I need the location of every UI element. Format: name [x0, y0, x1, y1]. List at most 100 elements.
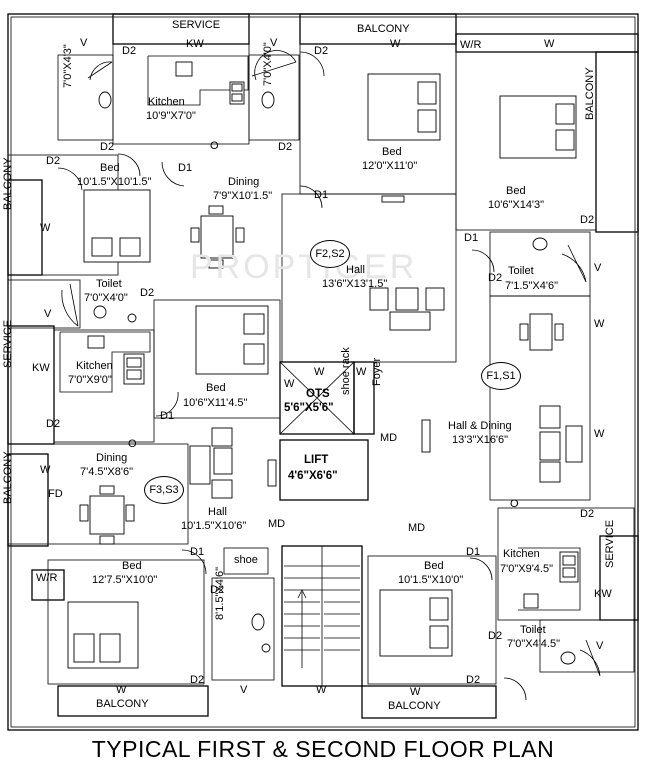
foyer-label: Foyer — [371, 357, 383, 386]
d1-label: D1 — [190, 546, 205, 558]
room-name: Bed — [206, 382, 226, 394]
v-label: V — [44, 308, 52, 320]
d2-label: D2 — [466, 674, 481, 686]
room-name: Toilet — [508, 265, 534, 277]
w-label: W — [544, 38, 555, 50]
flat-badge: F2,S2 — [310, 240, 350, 268]
room-size: 7'4.5"X8'6" — [80, 466, 133, 478]
room-size: 10'6"X14'3" — [488, 199, 545, 211]
w-label: W — [40, 222, 51, 234]
w-label: W — [390, 38, 401, 50]
fd-label: FD — [48, 488, 63, 500]
floor-plan — [7, 13, 639, 731]
wr-label: W/R — [460, 39, 482, 51]
room-size: 10'1.5"X10'1.5" — [77, 176, 152, 188]
v-label: V — [80, 37, 88, 49]
balcony-label: BALCONY — [584, 67, 596, 120]
room-name: Toilet — [96, 278, 122, 290]
room-name: Kitchen — [76, 360, 113, 372]
shoe-rack-label: shoe rack — [340, 347, 352, 395]
flat-badge: F1,S1 — [481, 362, 521, 390]
room-name: Bed — [382, 146, 402, 158]
service-label: SERVICE — [2, 319, 14, 368]
d2-label: D2 — [46, 418, 61, 430]
d2-label: D2 — [488, 630, 503, 642]
w-label: W — [284, 378, 295, 390]
service-label: SERVICE — [604, 519, 616, 568]
balcony-label: BALCONY — [96, 698, 149, 710]
service-label: SERVICE — [172, 19, 221, 31]
md-label: MD — [268, 518, 286, 530]
ots-label: OTS — [306, 388, 330, 400]
shoe-label: shoe — [234, 554, 258, 566]
wr-label: W/R — [36, 572, 58, 584]
d1-label: D1 — [160, 410, 175, 422]
room-name: Bed — [424, 560, 444, 572]
room-size: 12'7.5"X10'0" — [92, 574, 158, 586]
room-name: Toilet — [520, 624, 546, 636]
w-label: W — [116, 684, 127, 696]
room-name: Bed — [100, 162, 120, 174]
d1-label: D1 — [464, 232, 479, 244]
d2-label: D2 — [314, 45, 329, 57]
room-name: Bed — [506, 185, 526, 197]
watermark: PROPTIGER — [190, 248, 418, 286]
room-size: 7'0"X9'0" — [68, 374, 112, 386]
kw-label: KW — [594, 588, 612, 600]
room-name: Bed — [122, 560, 142, 572]
lift-label: LIFT — [304, 454, 329, 466]
d2-label: D2 — [580, 214, 595, 226]
w-label: W — [314, 366, 325, 378]
balcony-label: BALCONY — [2, 157, 14, 210]
room-size: 13'3"X16'6" — [452, 434, 509, 446]
v-label: V — [270, 37, 278, 49]
d2-label: D2 — [278, 141, 293, 153]
plan-labels: SERVICE KW Kitchen 10'9"X7'0" BALCONY Be… — [2, 19, 616, 712]
w-label: W — [356, 366, 367, 378]
d2-label: D2 — [100, 141, 115, 153]
room-size: 10'1.5"X10'0" — [398, 574, 464, 586]
flat-badge: F3,S3 — [144, 476, 184, 504]
room-size: 7'0"X4'4.5" — [507, 638, 560, 650]
d2-label: D2 — [580, 508, 595, 520]
room-size: 7'1.5"X4'6" — [505, 280, 558, 292]
v-label: V — [240, 684, 248, 696]
d2-label: D2 — [210, 584, 225, 596]
balcony-label: BALCONY — [388, 700, 441, 712]
d2-label: D2 — [140, 287, 155, 299]
d1-label: D1 — [178, 162, 193, 174]
room-size: 10'6"X11'4.5" — [183, 397, 248, 409]
w-label: W — [594, 428, 605, 440]
d2-label: D2 — [190, 674, 205, 686]
plan-title: TYPICAL FIRST & SECOND FLOOR PLAN — [91, 736, 555, 762]
o-label: O — [510, 498, 519, 510]
balcony-label: BALCONY — [2, 451, 14, 504]
room-size: 7'0"X9'4.5" — [500, 563, 553, 575]
d1-label: D1 — [314, 189, 329, 201]
room-size: 13'6"X13'1.5" — [322, 278, 388, 290]
d1-label: D1 — [466, 546, 481, 558]
kw-label: KW — [32, 362, 50, 374]
w-label: W — [40, 464, 51, 476]
room-name: Kitchen — [148, 96, 185, 108]
room-name: Kitchen — [503, 548, 540, 560]
toilet-size: 7'0"X4'3" — [62, 44, 74, 88]
w-label: W — [316, 684, 327, 696]
room-size: 12'0"X11'0" — [362, 160, 418, 172]
balcony-label: BALCONY — [357, 23, 410, 35]
w-label: W — [410, 686, 421, 698]
d2-label: D2 — [46, 155, 61, 167]
v-label: V — [594, 262, 602, 274]
ots-size: 5'6"X5'6" — [284, 402, 334, 414]
lift-size: 4'6"X6'6" — [288, 470, 338, 482]
room-name: Hall & Dining — [448, 420, 512, 432]
d2-label: D2 — [488, 272, 503, 284]
o-label: O — [128, 438, 137, 450]
room-name: Hall — [208, 506, 227, 518]
room-name: Dining — [96, 452, 128, 464]
md-label: MD — [408, 522, 426, 534]
room-size: 7'0"X4'0" — [84, 292, 128, 304]
d2-label: D2 — [122, 45, 137, 57]
room-size: 10'1.5"X10'6" — [181, 520, 247, 532]
room-size: 7'9"X10'1.5" — [213, 190, 273, 202]
